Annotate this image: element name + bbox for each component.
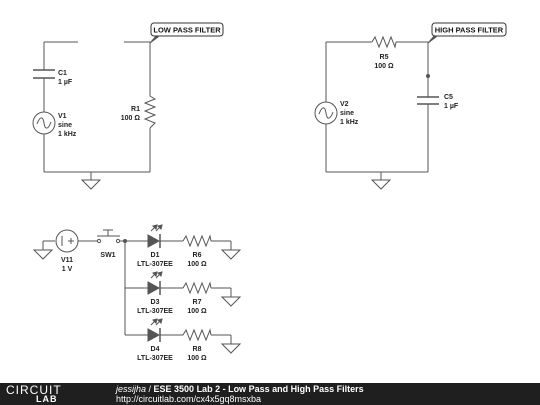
sw1-name: SW1 [100, 252, 115, 259]
r7-ground-icon [220, 296, 242, 307]
d3-part: LTL-307EE [137, 308, 173, 315]
r6-name: R6 [193, 252, 202, 259]
footer-title-line: jessijha / ESE 3500 Lab 2 - Low Pass and… [116, 384, 364, 394]
d4-part: LTL-307EE [137, 355, 173, 362]
r7-value: 100 Ω [187, 308, 207, 315]
v1-sine-source [32, 111, 56, 135]
d1-part: LTL-307EE [137, 261, 173, 268]
r8-value: 100 Ω [187, 355, 207, 362]
r5-value: 100 Ω [374, 63, 394, 70]
highpass-junction [426, 74, 430, 78]
r6-resistor [182, 234, 212, 248]
d4-name: D4 [151, 346, 160, 353]
r1-value: 100 Ω [121, 115, 141, 122]
r6-ground-icon [220, 249, 242, 260]
v1-name: V1 [58, 113, 67, 120]
r1-name: R1 [131, 106, 140, 113]
c1-value: 1 µF [58, 79, 73, 86]
logo-bottom-text: LAB [36, 394, 58, 404]
r5-resistor [371, 35, 397, 49]
v11-name: V11 [61, 257, 73, 264]
lowpass-wires [43, 41, 151, 180]
c1-name: C1 [58, 70, 67, 77]
lowpass-ground-icon [80, 179, 102, 190]
r8-ground-icon [220, 343, 242, 354]
highpass-wires [325, 41, 429, 180]
circuit-title: ESE 3500 Lab 2 - Low Pass and High Pass … [153, 384, 364, 394]
highpass-ground-icon [370, 179, 392, 190]
logo-top-text: CIRCUIT [6, 383, 62, 397]
c5-capacitor [417, 96, 439, 105]
v11-dc-source [55, 229, 79, 253]
r5-name: R5 [380, 54, 389, 61]
highpass-tag-label: HIGH PASS FILTER [435, 26, 504, 35]
v2-sine-source [314, 101, 338, 125]
lowpass-tag-label: LOW PASS FILTER [153, 26, 221, 35]
d1-name: D1 [151, 252, 160, 259]
led-wires [42, 240, 232, 344]
v2-type: sine [340, 110, 354, 117]
c5-name: C5 [444, 94, 453, 101]
schematic-canvas: LOW PASS FILTER HIGH PASS FILTER C1 1 µF… [32, 22, 507, 362]
r8-resistor [182, 328, 212, 342]
footer-bar: CIRCUIT LAB jessijha / ESE 3500 Lab 2 - … [0, 383, 540, 405]
r8-name: R8 [193, 346, 202, 353]
circuit-url[interactable]: http://circuitlab.com/cx4x5gq8msxba [116, 394, 262, 404]
r6-value: 100 Ω [187, 261, 207, 268]
footer-separator: / [146, 384, 154, 394]
author-name: jessijha [116, 384, 147, 394]
d4-led [147, 318, 163, 342]
v1-freq: 1 kHz [58, 131, 77, 138]
c5-value: 1 µF [444, 103, 459, 110]
lowpass-tag: LOW PASS FILTER [150, 22, 224, 37]
v2-freq: 1 kHz [340, 119, 359, 126]
v11-ground-icon [32, 249, 54, 260]
v2-name: V2 [340, 101, 349, 108]
v11-value: 1 V [62, 266, 73, 273]
r7-resistor [182, 281, 212, 295]
c1-capacitor [33, 69, 55, 79]
sw1-pushbutton [96, 229, 121, 244]
footer-info: jessijha / ESE 3500 Lab 2 - Low Pass and… [116, 384, 364, 404]
highpass-tag: HIGH PASS FILTER [431, 22, 507, 37]
v1-type: sine [58, 122, 72, 129]
circuitlab-logo: CIRCUIT LAB [6, 384, 96, 404]
r7-name: R7 [193, 299, 202, 306]
led-junction [123, 239, 127, 243]
d1-led [147, 224, 163, 248]
r1-resistor [143, 95, 157, 129]
d3-name: D3 [151, 299, 160, 306]
d3-led [147, 271, 163, 295]
